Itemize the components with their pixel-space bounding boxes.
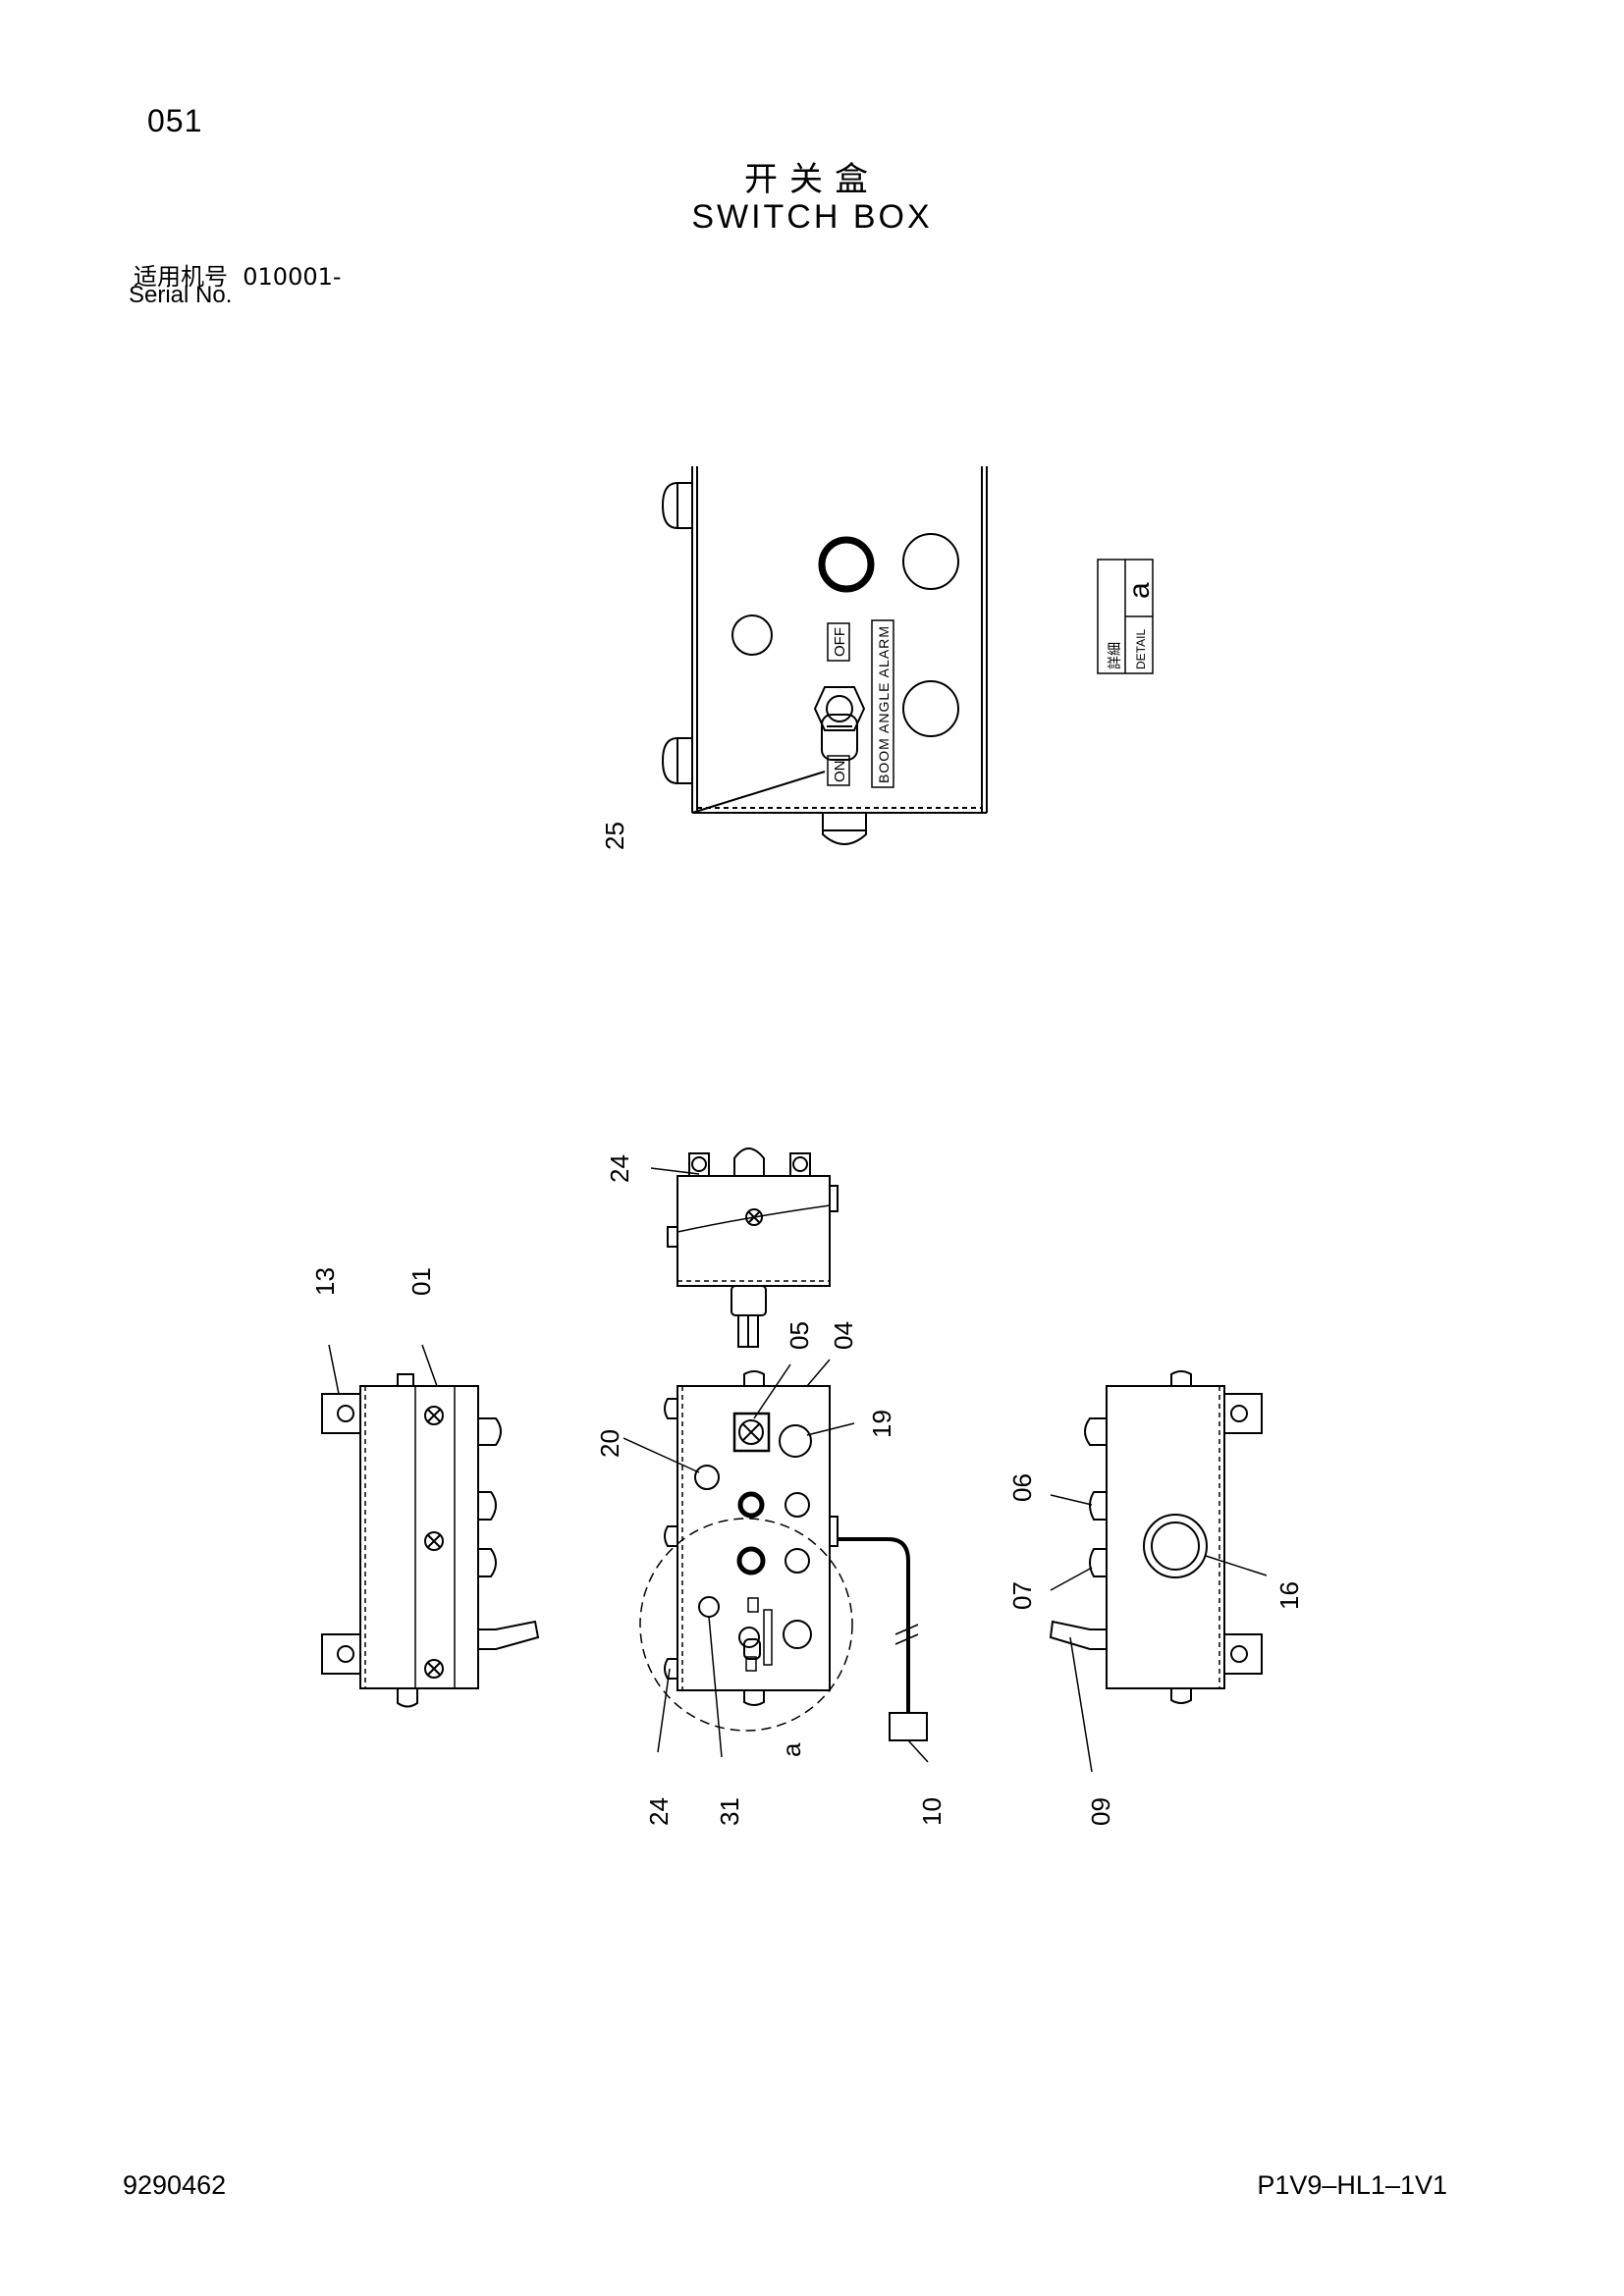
callout-06: 06 bbox=[1007, 1473, 1037, 1502]
toggle-switch-icon bbox=[813, 686, 866, 761]
function-label-plate bbox=[871, 619, 894, 788]
on-label: ON bbox=[832, 761, 848, 783]
top-view-box bbox=[667, 1148, 839, 1348]
blank-hole bbox=[731, 614, 773, 656]
leader-line bbox=[691, 771, 826, 814]
bolt-icon bbox=[661, 482, 692, 529]
callout-25: 25 bbox=[600, 822, 629, 850]
bolt-icon bbox=[661, 737, 692, 784]
detail-tag-label-cn: 詳細 bbox=[1107, 642, 1122, 669]
detail-tag-letter: a bbox=[1123, 582, 1156, 599]
on-label-plate bbox=[827, 755, 850, 786]
callout-04: 04 bbox=[829, 1321, 858, 1350]
callout-24-top: 24 bbox=[605, 1154, 634, 1183]
off-label-plate bbox=[827, 622, 850, 662]
bottom-nut-icon bbox=[822, 813, 867, 845]
title-english: SWITCH BOX bbox=[691, 198, 933, 236]
left-side-view bbox=[321, 1373, 540, 1708]
detail-view: OFF ON BOOM ANGLE ALARM 25 a 詳細 DETAIL bbox=[600, 466, 1156, 850]
leader-lines bbox=[328, 1167, 1268, 1773]
callout-20: 20 bbox=[595, 1429, 624, 1458]
callout-05: 05 bbox=[785, 1321, 814, 1350]
title-chinese: 开关盒 bbox=[744, 160, 880, 199]
page-number: 051 bbox=[147, 103, 203, 138]
serial-value: 010001- bbox=[243, 263, 342, 291]
ring-lamp-icon bbox=[818, 536, 875, 593]
callout-16: 16 bbox=[1274, 1581, 1304, 1610]
detail-marker-circle bbox=[639, 1518, 853, 1732]
right-side-view bbox=[1049, 1370, 1263, 1704]
callout-31: 31 bbox=[715, 1797, 744, 1826]
callout-09: 09 bbox=[1086, 1797, 1115, 1826]
off-label: OFF bbox=[832, 627, 848, 657]
callout-10: 10 bbox=[917, 1797, 947, 1826]
detail-marker-letter: a bbox=[777, 1742, 806, 1757]
callout-07: 07 bbox=[1007, 1581, 1037, 1610]
serial-line-chinese: 适用机号 010001- bbox=[134, 257, 342, 292]
document-number: 9290462 bbox=[123, 2170, 227, 2200]
assembly-view: a bbox=[310, 1148, 1304, 1826]
callout-13: 13 bbox=[310, 1267, 340, 1296]
front-view-box bbox=[664, 1370, 928, 1741]
callout-19: 19 bbox=[867, 1410, 896, 1438]
detail-tag-label-en: DETAIL bbox=[1134, 629, 1148, 669]
detail-tag: a 詳細 DETAIL bbox=[1097, 559, 1156, 674]
page-code: P1V9–HL1–1V1 bbox=[1257, 2170, 1447, 2200]
serial-label-english: Serial No. bbox=[129, 282, 233, 308]
callout-01: 01 bbox=[406, 1267, 436, 1296]
serial-label-cn: 适用机号 bbox=[134, 263, 228, 291]
blank-hole bbox=[902, 533, 959, 590]
callout-24-bottom: 24 bbox=[644, 1797, 674, 1826]
blank-hole bbox=[902, 680, 959, 737]
function-label: BOOM ANGLE ALARM bbox=[876, 626, 892, 783]
